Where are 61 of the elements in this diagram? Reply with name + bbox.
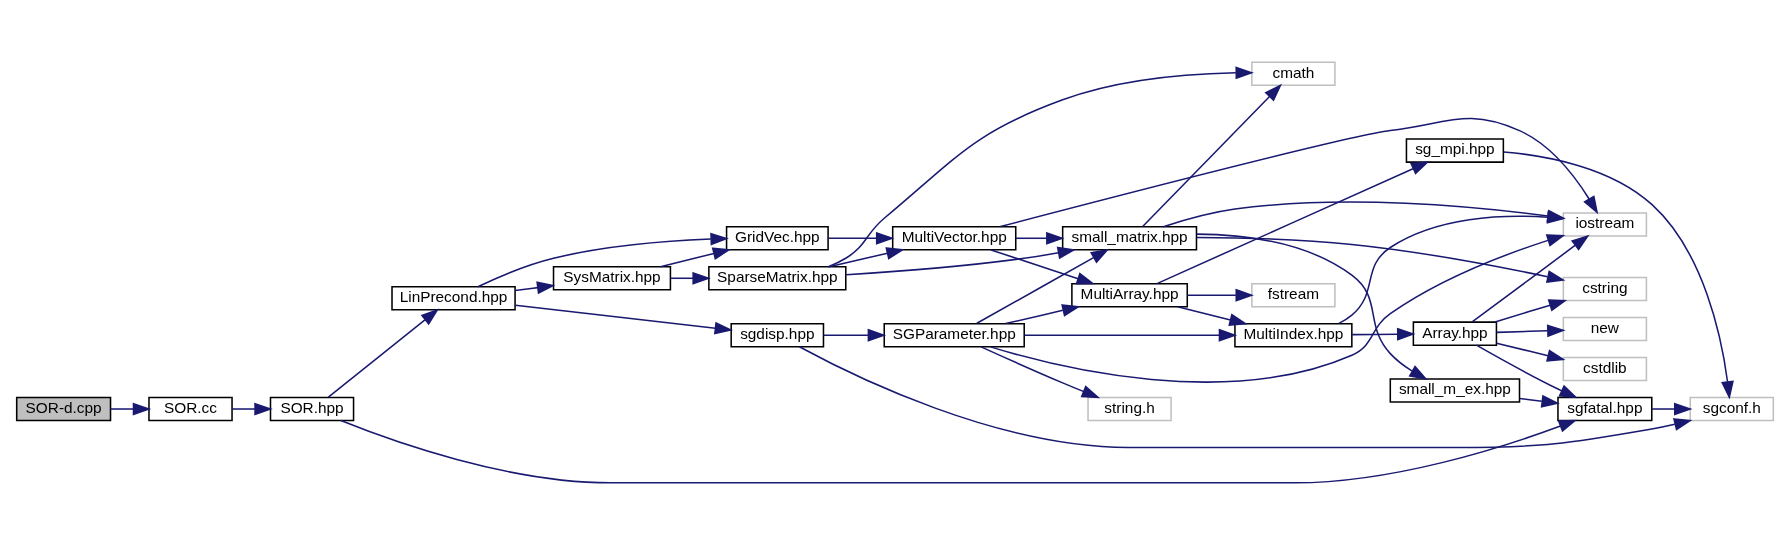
- node-box: SOR-d.cpp: [15, 396, 111, 421]
- node-box: string.h: [1086, 396, 1172, 421]
- arrow: [1023, 328, 1237, 342]
- arrow: [1004, 303, 1081, 324]
- node-box: Array.hpp: [1412, 320, 1497, 346]
- node-box: MultiVector.hpp: [891, 225, 1016, 251]
- arrow: [1518, 394, 1560, 408]
- node-box: cstring: [1562, 276, 1647, 301]
- arrow: [669, 271, 711, 285]
- node-box: MultiIndex.hpp: [1233, 322, 1353, 347]
- node-box: iostream: [1562, 211, 1647, 237]
- node-box: SysMatrix.hpp: [552, 265, 671, 291]
- node-box: SGParameter.hpp: [882, 322, 1025, 347]
- arrow: [798, 345, 1692, 448]
- arrow: [1195, 236, 1565, 283]
- arrow: [1176, 305, 1248, 326]
- node-box: cmath: [1250, 60, 1336, 86]
- arrow: [1502, 150, 1734, 400]
- arrow: [659, 246, 731, 267]
- arrow: [1141, 83, 1282, 227]
- arrow: [827, 65, 1254, 267]
- arrow: [1650, 402, 1692, 415]
- node-box: SOR.cc: [147, 396, 233, 421]
- arrow: [230, 402, 273, 415]
- arrow: [975, 248, 1109, 324]
- arrow: [1475, 343, 1578, 398]
- arrow: [1155, 160, 1430, 284]
- node-box: small_matrix.hpp: [1061, 225, 1197, 251]
- node-box: small_m_ex.hpp: [1389, 377, 1520, 403]
- arrow: [476, 232, 729, 287]
- arrow: [989, 248, 1095, 285]
- arrow: [989, 233, 1565, 383]
- node-box: sgconf.h: [1688, 396, 1774, 421]
- node-box: sgdisp.hpp: [729, 322, 824, 347]
- arrow: [514, 303, 733, 335]
- arrow: [1493, 298, 1567, 323]
- node-box: sgfatal.hpp: [1556, 396, 1653, 421]
- arrow: [826, 231, 894, 245]
- node-box: sg_mpi.hpp: [1405, 137, 1504, 163]
- node-box: cstdlib: [1562, 356, 1647, 381]
- arrow: [327, 308, 439, 398]
- arrow: [1470, 234, 1590, 323]
- node-box: fstream: [1250, 282, 1336, 307]
- node-box: LinPrecond.hpp: [390, 285, 516, 311]
- node-box: new: [1562, 316, 1647, 341]
- node-box: SparseMatrix.hpp: [707, 265, 847, 291]
- node-box: MultiArray.hpp: [1070, 282, 1188, 307]
- arrow: [1495, 323, 1566, 337]
- arrow: [1186, 288, 1254, 302]
- arrow: [844, 246, 1076, 276]
- arrow: [513, 280, 555, 294]
- arrow: [1495, 342, 1565, 362]
- arrow: [109, 402, 151, 415]
- arrow: [339, 419, 1577, 484]
- node-box: SOR.hpp: [269, 396, 354, 421]
- arrow: [979, 345, 1100, 398]
- arrow: [1350, 327, 1415, 341]
- arrow: [1195, 232, 1428, 380]
- arrow: [1014, 231, 1065, 245]
- node-box: GridVec.hpp: [725, 225, 829, 251]
- arrow: [822, 328, 886, 342]
